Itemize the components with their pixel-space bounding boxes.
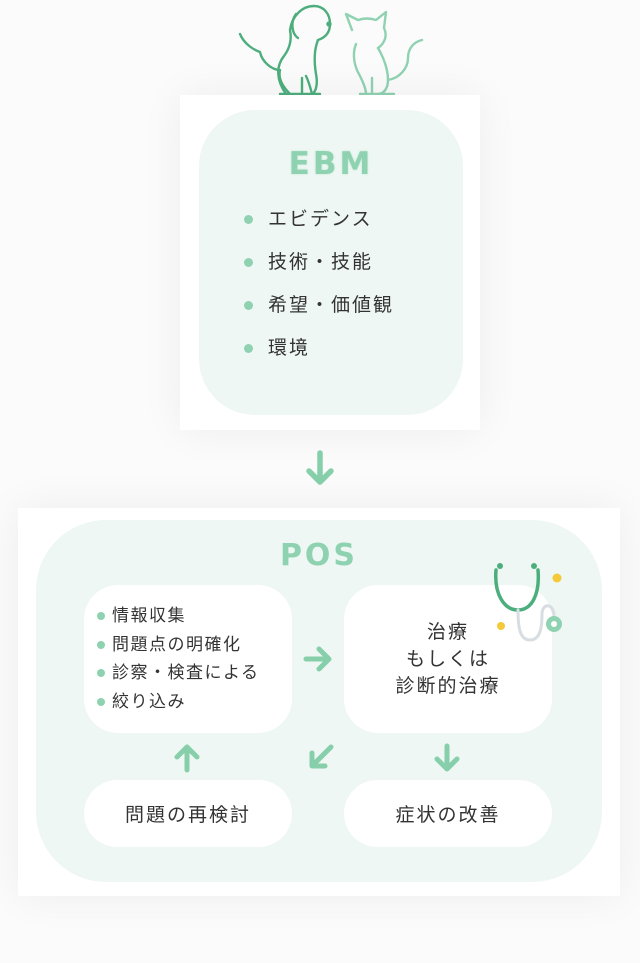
improvement-label: 症状の改善 [395, 804, 501, 826]
ebm-item-label: 技術・技能 [268, 251, 374, 273]
review-label: 問題の再検討 [124, 804, 251, 826]
treatment-line: 治療 [426, 621, 469, 643]
info-item-label: 診察・検査による [112, 663, 260, 683]
list-item: 環境 [244, 334, 394, 377]
list-item: 希望・価値観 [244, 291, 394, 334]
treatment-text: 治療 もしくは 診断的治療 [344, 619, 552, 700]
ebm-item-label: 希望・価値観 [268, 294, 395, 316]
review-box: 問題の再検討 [84, 780, 292, 847]
bullet-dot [244, 301, 253, 310]
stethoscope-icon [494, 563, 562, 642]
info-item-label: 問題点の明確化 [112, 634, 242, 655]
bullet-dot [97, 640, 105, 649]
list-item: 情報収集 [97, 603, 260, 632]
ebm-item-label: 環境 [268, 337, 311, 359]
bullet-dot [97, 612, 105, 620]
dog-icon [238, 4, 332, 96]
bullet-dot [244, 258, 253, 267]
list-item: 技術・技能 [244, 248, 394, 291]
list-item: 診察・検査による [97, 660, 260, 689]
bullet-dot [244, 344, 253, 353]
list-item: 絞り込み [97, 689, 260, 718]
bullet-dot [97, 697, 105, 706]
arrow-down-icon [434, 743, 460, 772]
list-item: エビデンス [244, 205, 394, 248]
improvement-box: 症状の改善 [344, 780, 552, 847]
ebm-list: エビデンス 技術・技能 希望・価値観 環境 [244, 205, 394, 377]
pos-title: POS [279, 538, 359, 573]
info-item-label: 絞り込み [112, 691, 186, 712]
ebm-panel [199, 110, 463, 415]
list-item: 問題点の明確化 [97, 632, 260, 661]
info-item-label: 情報収集 [112, 606, 186, 626]
bullet-dot [244, 215, 253, 224]
arrow-up-icon [174, 744, 200, 773]
info-box [84, 585, 292, 733]
bullet-dot [97, 669, 105, 677]
arrow-down-left-icon [309, 744, 334, 769]
treatment-line: もしくは [405, 648, 490, 670]
cat-icon [344, 10, 424, 96]
arrow-down-icon [306, 450, 334, 485]
treatment-line: 診断的治療 [395, 675, 501, 697]
arrow-right-icon [303, 646, 332, 672]
info-list: 情報収集 問題点の明確化 診察・検査による 絞り込み [97, 603, 260, 717]
ebm-item-label: エビデンス [268, 208, 373, 230]
ebm-title: EBM [288, 146, 374, 182]
pets-illustration [238, 4, 424, 96]
